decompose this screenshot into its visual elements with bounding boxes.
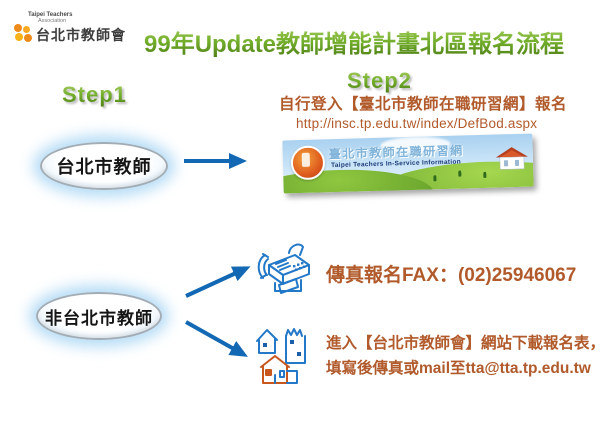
step2-label: Step2 [347,68,412,93]
banner-tree [483,171,487,178]
org-logo-icon [14,24,32,43]
download-instruction-line1: 進入【台北市教師會】網站下載報名表， [326,335,600,352]
flow-node-taipei-teachers: 台北市教師 [40,142,168,190]
flow-node-taipei-teachers-label: 台北市教師 [56,157,152,177]
banner-house-illustration [495,147,528,170]
fax-registration-text: 傳真報名FAX：(02)25946067 [326,265,577,286]
org-logo-english: Taipei Teachers Association [28,12,72,24]
org-english-line1: Taipei Teachers [28,12,73,18]
step2-instruction: 自行登入【臺北市教師在職研習網】報名 [279,96,568,113]
step1-label: Step1 [62,82,127,107]
banner-tree [433,175,437,182]
arrow-node2-to-fax [185,266,251,298]
banner-tree [458,170,462,177]
arrow-node2-to-download [185,320,248,357]
registration-url[interactable]: http://insc.tp.edu.tw/index/DefBod.aspx [296,116,538,131]
download-instruction-line2: 填寫後傳真或mail至tta@tta.tp.edu.tw [326,360,591,377]
org-english-line2: Association [38,18,67,24]
flow-node-non-taipei-teachers-label: 非台北市教師 [45,308,153,328]
page-title: 99年Update教師增能計畫北區報名流程 [144,24,590,59]
org-name: 台北市教師會 [36,27,126,43]
inservice-website-banner[interactable]: 臺北市教師在職研習網 Taipei Teachers In-Service In… [282,133,534,194]
flow-node-non-taipei-teachers: 非台北市教師 [36,292,162,340]
fax-machine-icon [257,243,310,294]
school-buildings-icon [256,328,306,384]
